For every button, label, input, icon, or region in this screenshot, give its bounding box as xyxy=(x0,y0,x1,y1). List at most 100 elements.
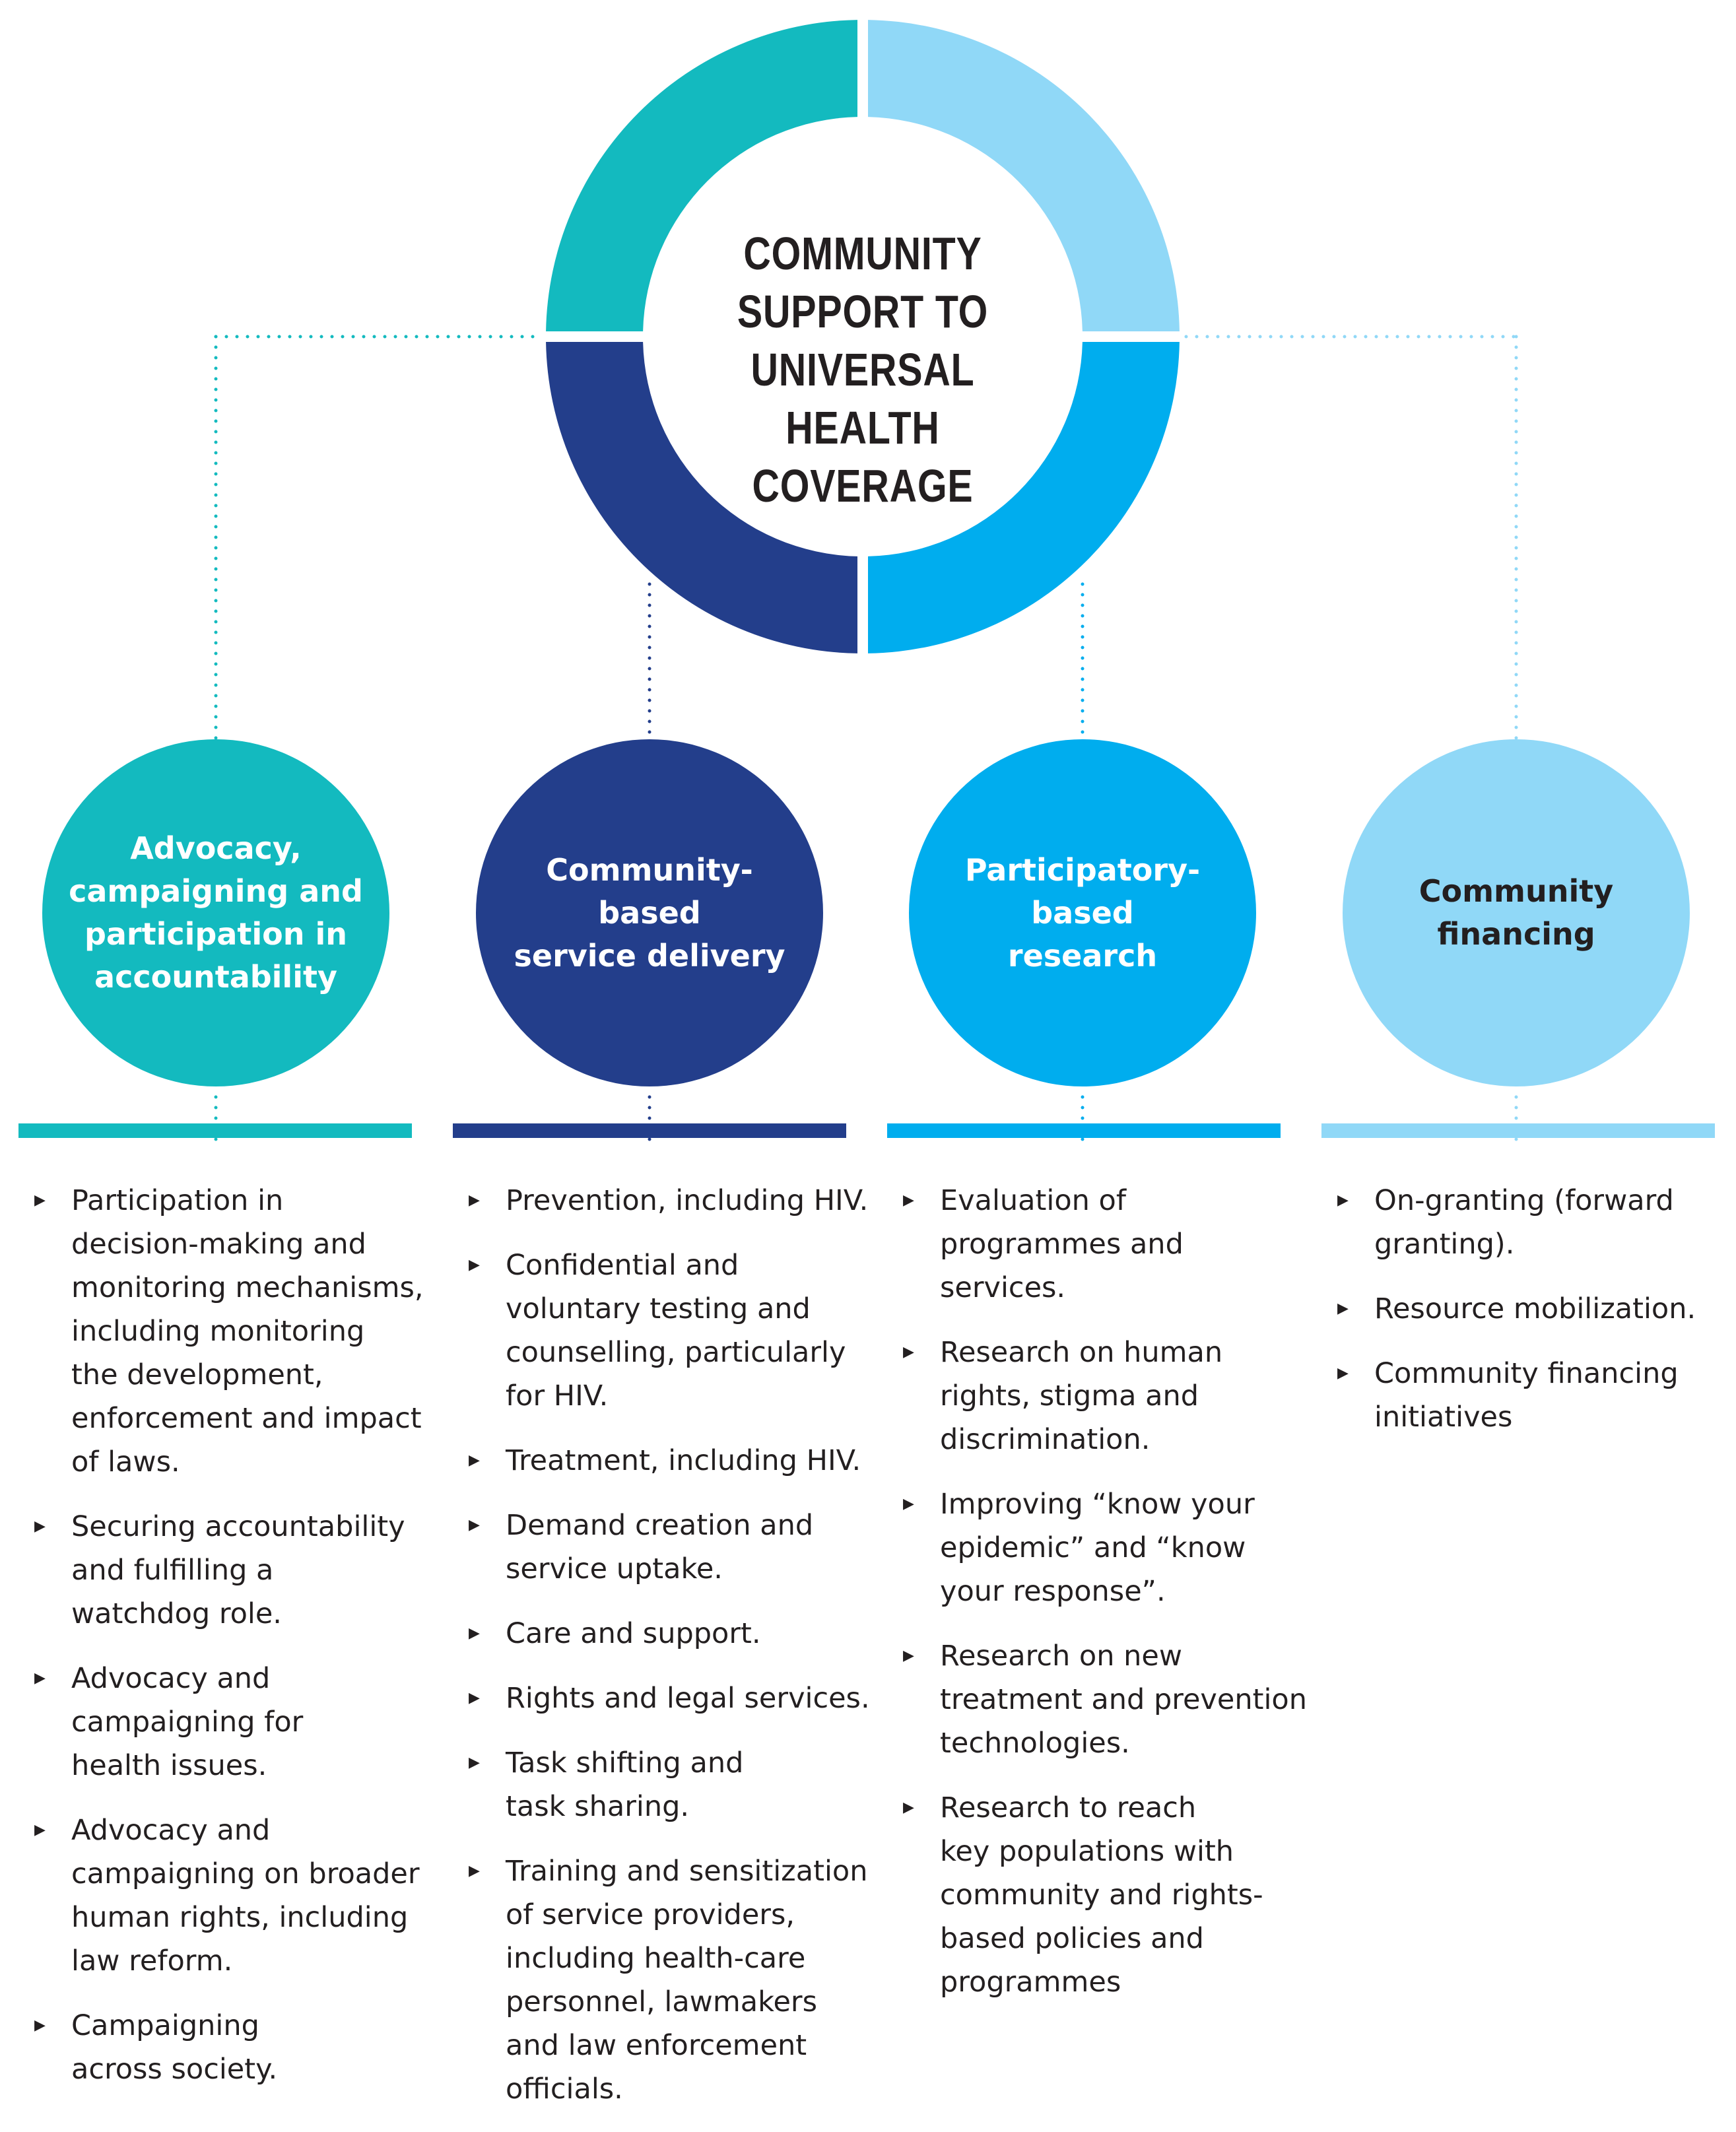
pillar-circle xyxy=(476,739,823,1086)
bullet-line: human rights, including xyxy=(71,1901,409,1934)
bullet-line: initiatives xyxy=(1374,1401,1513,1434)
hub-title-line: SUPPORT TO xyxy=(737,286,989,337)
ring-segment-bottom-left xyxy=(546,341,858,653)
bullet-line: counselling, particularly xyxy=(506,1336,846,1369)
bullet-line: Research on new xyxy=(940,1640,1183,1673)
hub-title: COMMUNITY SUPPORT TO UNIVERSAL HEALTH CO… xyxy=(700,224,1025,515)
pillar-bar xyxy=(887,1123,1281,1138)
triangle-right-icon: ▶ xyxy=(1337,1300,1349,1317)
bullet-line: services. xyxy=(940,1271,1066,1304)
bullet-line: Resource mobilization. xyxy=(1374,1292,1696,1325)
bullet-line: task sharing. xyxy=(506,1790,690,1823)
triangle-right-icon: ▶ xyxy=(903,1648,914,1664)
pillar-label-line: Participatory-based xyxy=(964,851,1201,931)
pillar-label-line: accountability xyxy=(94,959,337,995)
pillar-bar xyxy=(453,1123,846,1138)
triangle-right-icon: ▶ xyxy=(34,1670,46,1686)
pillar-circle xyxy=(1343,739,1690,1086)
bullet-line: service uptake. xyxy=(506,1552,723,1585)
pillar-label-line: campaigning and xyxy=(69,873,363,909)
bullet-line: programmes and xyxy=(940,1228,1184,1261)
bullet-line: campaigning for xyxy=(71,1706,304,1739)
pillar-circle xyxy=(42,739,389,1086)
bullet-line: and law enforcement xyxy=(506,2029,807,2062)
bullet-line: your response”. xyxy=(940,1575,1166,1608)
hub-title-line: COMMUNITY xyxy=(743,228,982,279)
bullet-line: Advocacy and xyxy=(71,1662,271,1695)
triangle-right-icon: ▶ xyxy=(469,1257,480,1273)
bullet-line: epidemic” and “know xyxy=(940,1531,1246,1564)
bullet-line: treatment and prevention xyxy=(940,1683,1307,1716)
bullet-line: Advocacy and xyxy=(71,1814,271,1847)
bullet-line: key populations with xyxy=(940,1835,1234,1868)
ring-segment-bottom-right xyxy=(867,341,1180,653)
bullet-line: based policies and xyxy=(940,1922,1204,1955)
triangle-right-icon: ▶ xyxy=(469,1863,480,1879)
bullet-line: across society. xyxy=(71,2053,278,2086)
bullet-line: Rights and legal services. xyxy=(506,1682,870,1715)
bullet-line: Research to reach xyxy=(940,1791,1197,1824)
triangle-right-icon: ▶ xyxy=(469,1452,480,1469)
triangle-right-icon: ▶ xyxy=(34,1192,46,1209)
pillar-bar xyxy=(1321,1123,1715,1138)
bullet-line: Training and sensitization xyxy=(506,1855,868,1888)
pillar-label-line: financing xyxy=(1437,916,1595,952)
bullet-line: campaigning on broader xyxy=(71,1857,420,1890)
bullet-line: officials. xyxy=(506,2073,623,2106)
bullet-line: Campaigning xyxy=(71,2009,259,2042)
pillar-label-line: participation in xyxy=(84,916,348,952)
bullet-line: discrimination. xyxy=(940,1423,1151,1456)
triangle-right-icon: ▶ xyxy=(1337,1365,1349,1382)
bullet-line: including monitoring xyxy=(71,1315,365,1348)
bullet-line: Research on human xyxy=(940,1336,1223,1369)
bullet-line: Care and support. xyxy=(506,1617,761,1650)
pillar-bullet-list: ▶Prevention, including HIV.▶Confidential… xyxy=(458,1179,870,2132)
pillar-circle xyxy=(909,739,1256,1086)
bullet-line: enforcement and impact xyxy=(71,1402,422,1435)
pillar-bar xyxy=(18,1123,412,1138)
bullet-item: ▶ Care and support. xyxy=(458,1612,854,1655)
bullet-line: Task shifting and xyxy=(506,1747,744,1780)
pillar-label-line: Community xyxy=(1419,873,1614,909)
bullet-line: voluntary testing and xyxy=(506,1292,811,1325)
ring-segment-top-right xyxy=(867,20,1180,332)
triangle-right-icon: ▶ xyxy=(903,1344,914,1360)
bullet-line: Improving “know your xyxy=(940,1488,1255,1521)
bullet-line: of laws. xyxy=(71,1446,180,1479)
bullet-line: rights, stigma and xyxy=(940,1380,1199,1413)
bullet-item: ▶ Resource mobilization. xyxy=(1327,1287,1723,1331)
bullet-item: ▶ Rights and legal services. xyxy=(458,1677,870,1720)
bullet-item: ▶ Advocacy and campaigning on broader human… xyxy=(24,1809,420,1983)
bullet-item: ▶ Task shifting and task sharing. xyxy=(458,1741,854,1828)
bullet-line: watchdog role. xyxy=(71,1597,282,1630)
triangle-right-icon: ▶ xyxy=(903,1192,914,1209)
triangle-right-icon: ▶ xyxy=(34,1822,46,1838)
hub-title-line: COVERAGE xyxy=(752,460,974,512)
triangle-right-icon: ▶ xyxy=(469,1754,480,1771)
bullet-line: monitoring mechanisms, xyxy=(71,1271,424,1304)
pillar-label-line: service delivery xyxy=(514,937,785,974)
triangle-right-icon: ▶ xyxy=(469,1690,480,1706)
bullet-line: Demand creation and xyxy=(506,1509,814,1542)
triangle-right-icon: ▶ xyxy=(469,1192,480,1209)
triangle-right-icon: ▶ xyxy=(469,1625,480,1642)
ring-segment-top-left xyxy=(546,20,858,332)
pillar-circles xyxy=(42,739,1690,1086)
bullet-item: ▶ Research on new treatment and prevention… xyxy=(892,1634,1307,1765)
bullet-line: technologies. xyxy=(940,1727,1130,1760)
bullet-line: granting). xyxy=(1374,1228,1515,1261)
